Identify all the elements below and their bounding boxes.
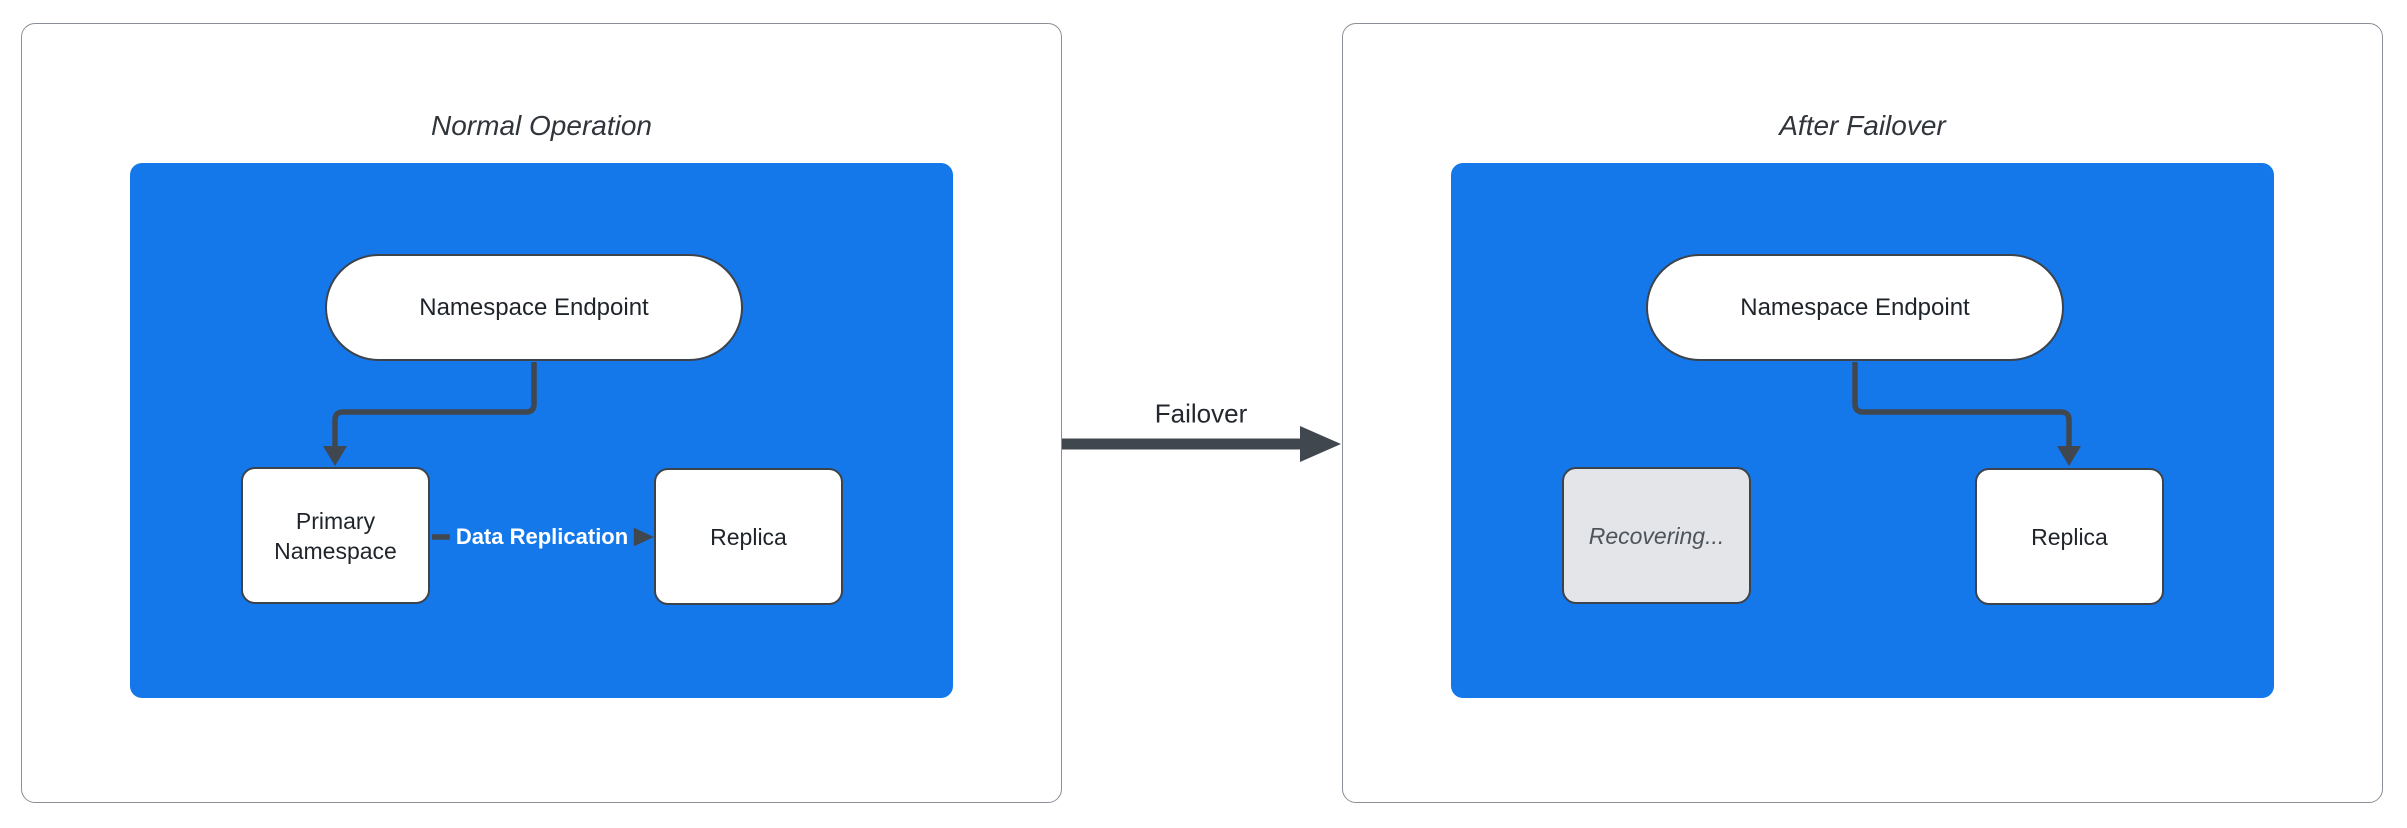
failover-arrow-label: Failover <box>1150 398 1252 430</box>
node-replica-failover: Replica <box>1975 468 2164 605</box>
node-label: Namespace Endpoint <box>419 293 649 321</box>
node-namespace-endpoint-failover: Namespace Endpoint <box>1646 254 2064 361</box>
failover-arrow <box>1062 426 1341 462</box>
panel-title-normal-operation: Normal Operation <box>431 110 652 141</box>
node-replica-normal: Replica <box>654 468 843 605</box>
node-primary-namespace: Primary Namespace <box>241 467 430 604</box>
panel-normal-operation: Normal Operation Namespace Endpoint Prim… <box>21 23 1062 803</box>
namespace-container-failover: Namespace Endpoint Recovering... Replica <box>1451 163 2274 698</box>
node-namespace-endpoint-normal: Namespace Endpoint <box>325 254 743 361</box>
namespace-container-normal: Namespace Endpoint Primary Namespace Rep… <box>130 163 953 698</box>
node-recovering: Recovering... <box>1562 467 1751 604</box>
node-label: Replica <box>2031 523 2108 550</box>
panel-title-after-failover: After Failover <box>1779 110 1946 141</box>
node-label: Recovering... <box>1588 522 1725 549</box>
node-label: Primary Namespace <box>274 507 397 564</box>
node-label: Replica <box>710 523 787 550</box>
node-label: Namespace Endpoint <box>1740 293 1970 321</box>
replication-arrow-label: Data Replication <box>449 521 635 553</box>
panel-after-failover: After Failover Namespace Endpoint Recove… <box>1342 23 2383 803</box>
